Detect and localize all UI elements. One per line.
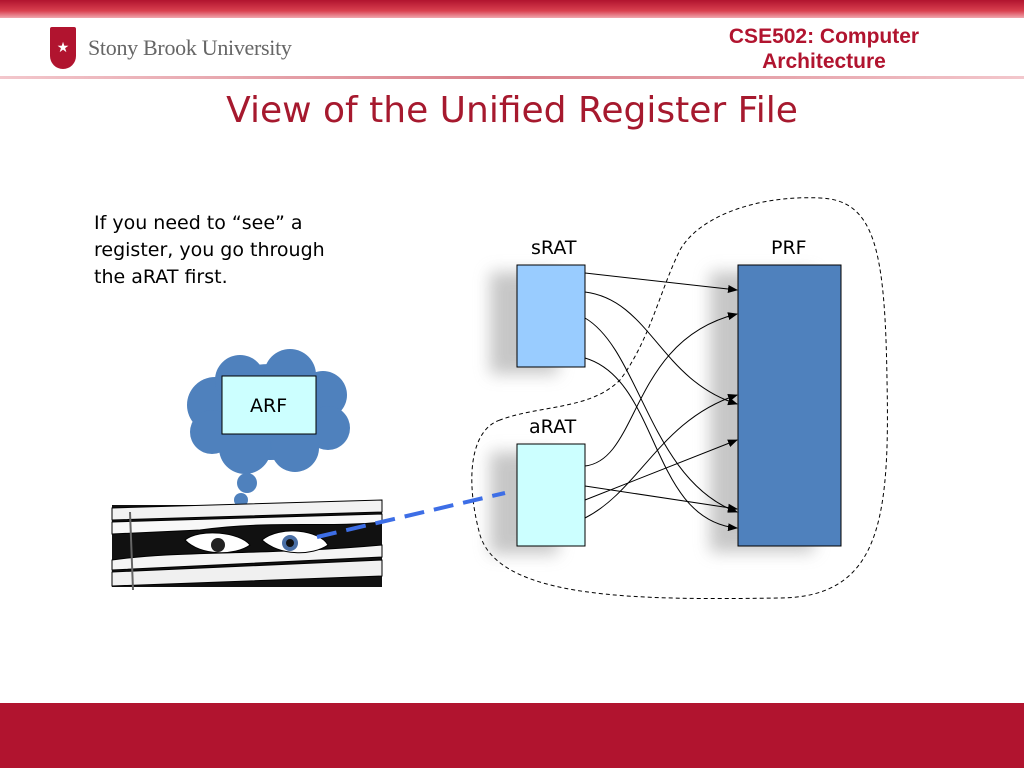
peeking-eyes-illustration — [111, 499, 383, 591]
arat-box — [516, 443, 586, 547]
arat-arrow-1 — [584, 312, 738, 467]
logo-text: Stony Brook University — [88, 35, 292, 60]
bottom-band — [0, 703, 1024, 768]
arat-mapping-arrows — [584, 312, 738, 519]
course-title-line1: CSE502: Computer — [728, 25, 920, 48]
arf-box — [221, 375, 317, 435]
body-text: If you need to “see” a register, you go … — [94, 212, 325, 288]
university-logo: ★ Stony Brook University — [50, 25, 292, 71]
arat-arrow-3 — [584, 439, 738, 501]
header-divider — [0, 76, 1024, 79]
srat-label: sRAT — [531, 237, 577, 259]
slide-title: View of the Unified Register File — [226, 90, 798, 131]
top-band — [0, 0, 1024, 18]
srat-arrow-3 — [584, 317, 738, 513]
star-shield-icon: ★ — [50, 27, 76, 69]
srat-arrow-4 — [584, 357, 738, 532]
srat-mapping-arrows — [584, 272, 738, 532]
prf-label: PRF — [771, 237, 807, 259]
srat-box — [516, 264, 586, 368]
prf-box — [737, 264, 842, 547]
visibility-boundary — [471, 197, 888, 600]
srat-arrow-2 — [584, 291, 738, 406]
course-title-line2: Architecture — [762, 50, 886, 73]
course-title: CSE502: Computer Architecture — [704, 24, 944, 74]
arat-label: aRAT — [529, 416, 577, 438]
arf-label: ARF — [250, 395, 287, 417]
arat-arrow-4 — [584, 393, 738, 519]
gaze-line — [316, 491, 506, 539]
srat-arrow-1 — [584, 272, 738, 293]
